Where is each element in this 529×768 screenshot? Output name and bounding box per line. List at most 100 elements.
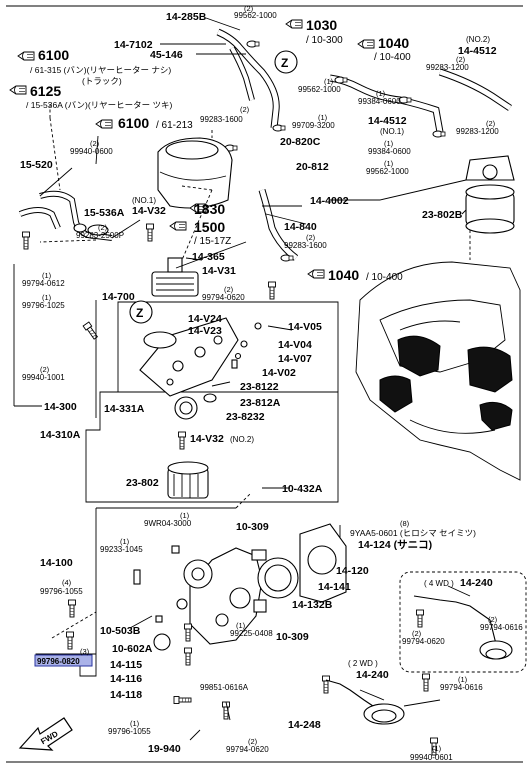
pointing-hand-icon <box>357 39 375 49</box>
qty: (2) <box>90 139 100 148</box>
label-no1-b: (NO.1) <box>132 196 156 205</box>
label-23-802B: 23-802B <box>422 209 463 221</box>
qty: (1) <box>432 744 442 753</box>
label-23-8122: 23-8122 <box>240 381 279 393</box>
label-4wd: ( 4 WD ) <box>424 579 454 588</box>
label-14-V32-a: 14-V32 <box>132 205 166 217</box>
label-99283-1600-b: 99283-1600 <box>284 241 327 250</box>
label-99851-0616A: 99851-0616A <box>200 683 249 692</box>
ref-6100-a: 6100 <box>38 47 69 63</box>
leader-lines <box>13 17 471 741</box>
qty: (1) <box>120 537 130 546</box>
label-20-812: 20-812 <box>296 161 329 173</box>
qty: (2) <box>456 55 466 64</box>
label-9WR04-3000: 9WR04-3000 <box>144 519 192 528</box>
qty: (1) <box>318 113 328 122</box>
qty: (1) <box>236 621 246 630</box>
label-14-118: 14-118 <box>110 689 142 701</box>
ref-6100-a-sub2: (トラック) <box>82 76 122 86</box>
label-99796-1025: 99796-1025 <box>22 301 65 310</box>
pointing-hand-icon <box>95 119 113 129</box>
oil-filter-main <box>167 461 209 499</box>
label-99796-1055-b: 99796-1055 <box>108 727 151 736</box>
label-14-V32-b-sub: (NO.2) <box>230 435 254 444</box>
label-99384-0600-a: 99384-0600 <box>358 97 401 106</box>
label-99233-1045: 99233-1045 <box>100 545 143 554</box>
z-label-mid: Z <box>136 306 143 320</box>
label-14-4512-b: 14-4512 <box>368 115 407 127</box>
qty: (2) <box>412 629 422 638</box>
label-2wd: ( 2 WD ) <box>348 659 378 668</box>
qty: (3) <box>80 647 90 656</box>
label-23-8232: 23-8232 <box>226 411 265 423</box>
label-14-700: 14-700 <box>102 291 135 303</box>
pointing-hand-icon <box>307 269 325 279</box>
qty: (2) <box>98 223 108 232</box>
pointing-hand-icon <box>9 85 27 95</box>
label-14-331A: 14-331A <box>104 403 145 415</box>
part-labels: 14-285B 99562-1000 (2) 1030 / 10-300 104… <box>20 4 523 762</box>
label-99794-0612: 99794-0612 <box>22 279 65 288</box>
label-14-V05: 14-V05 <box>288 321 322 333</box>
label-99283-1200-a: 99283-1200 <box>426 63 469 72</box>
highlighted-part-99796-0820[interactable] <box>34 654 93 667</box>
z-label-top: Z <box>281 56 288 70</box>
heater-unit-sketch <box>157 130 233 209</box>
label-14-V31: 14-V31 <box>202 265 236 277</box>
label-99794-0616-b: 99794-0616 <box>440 683 483 692</box>
ref-6125-sub: / 15-536A (バン)(リヤーヒーター ツキ) <box>26 100 173 110</box>
qty: (1) <box>384 139 394 148</box>
ref-6100-a-sub: / 61-315 (バン)(リヤーヒーター ナシ) <box>30 65 171 75</box>
qty: (1) <box>384 159 394 168</box>
label-99796-0820[interactable]: 99796-0820 <box>37 657 80 666</box>
label-19-940: 19-940 <box>148 743 181 755</box>
forward-arrow-icon: FWD <box>18 717 73 751</box>
oil-filter-right <box>465 155 515 234</box>
label-14-365: 14-365 <box>192 251 225 263</box>
qty: (4) <box>62 578 72 587</box>
z-callout-top <box>274 50 298 74</box>
label-14-115: 14-115 <box>110 659 142 671</box>
label-99796-1055-a: 99796-1055 <box>40 587 83 596</box>
qty: (1) <box>130 719 140 728</box>
label-99940-0600-a: 99940-0600 <box>70 147 113 156</box>
ref-6100-b-sub: / 61-213 <box>156 120 193 131</box>
label-10-309-b: 10-309 <box>276 631 309 643</box>
qty: (2) <box>240 105 250 114</box>
qty: (2) <box>306 233 316 242</box>
pointing-hand-icon <box>169 221 187 231</box>
ref-1040-sub: / 10-400 <box>374 52 411 63</box>
label-99562-1000-b: 99562-1000 <box>298 85 341 94</box>
label-14-V04: 14-V04 <box>278 339 312 351</box>
label-14-124: 14-124 (サニコ) <box>358 539 432 551</box>
label-14-300: 14-300 <box>44 401 77 413</box>
label-23-812A: 23-812A <box>240 397 281 409</box>
label-10-602A: 10-602A <box>112 643 153 655</box>
label-14-100: 14-100 <box>40 557 73 569</box>
label-14-285B: 14-285B <box>166 11 207 23</box>
label-99225-0408: 99225-0408 <box>230 629 273 638</box>
label-14-120: 14-120 <box>336 565 369 577</box>
label-14-310A: 14-310A <box>40 429 81 441</box>
label-15-536A: 15-536A <box>84 207 125 219</box>
ref-6100-b: 6100 <box>118 115 149 131</box>
label-14-V07: 14-V07 <box>278 353 312 365</box>
label-14-248: 14-248 <box>288 719 321 731</box>
label-9YAA5-0601: 9YAA5-0601 (ヒロシマ セイミツ) <box>350 528 476 538</box>
label-20-820C: 20-820C <box>280 136 321 148</box>
label-99794-0620-c: 99794-0620 <box>226 745 269 754</box>
label-no2: (NO.2) <box>466 35 490 44</box>
qty: (8) <box>400 519 410 528</box>
label-14-7102: 14-7102 <box>114 39 153 51</box>
qty: (2) <box>244 4 254 13</box>
label-10-503B: 10-503B <box>100 625 141 637</box>
label-10-432A: 10-432A <box>282 483 323 495</box>
label-14-240-a: 14-240 <box>460 577 493 589</box>
label-14-V23: 14-V23 <box>188 325 222 337</box>
label-99794-0616-a: 99794-0616 <box>480 623 523 632</box>
z-callout-mid <box>129 300 153 324</box>
ref-1040-b-sub: / 10-400 <box>366 272 403 283</box>
2wd-strainer <box>325 679 405 725</box>
label-14-V02: 14-V02 <box>262 367 296 379</box>
